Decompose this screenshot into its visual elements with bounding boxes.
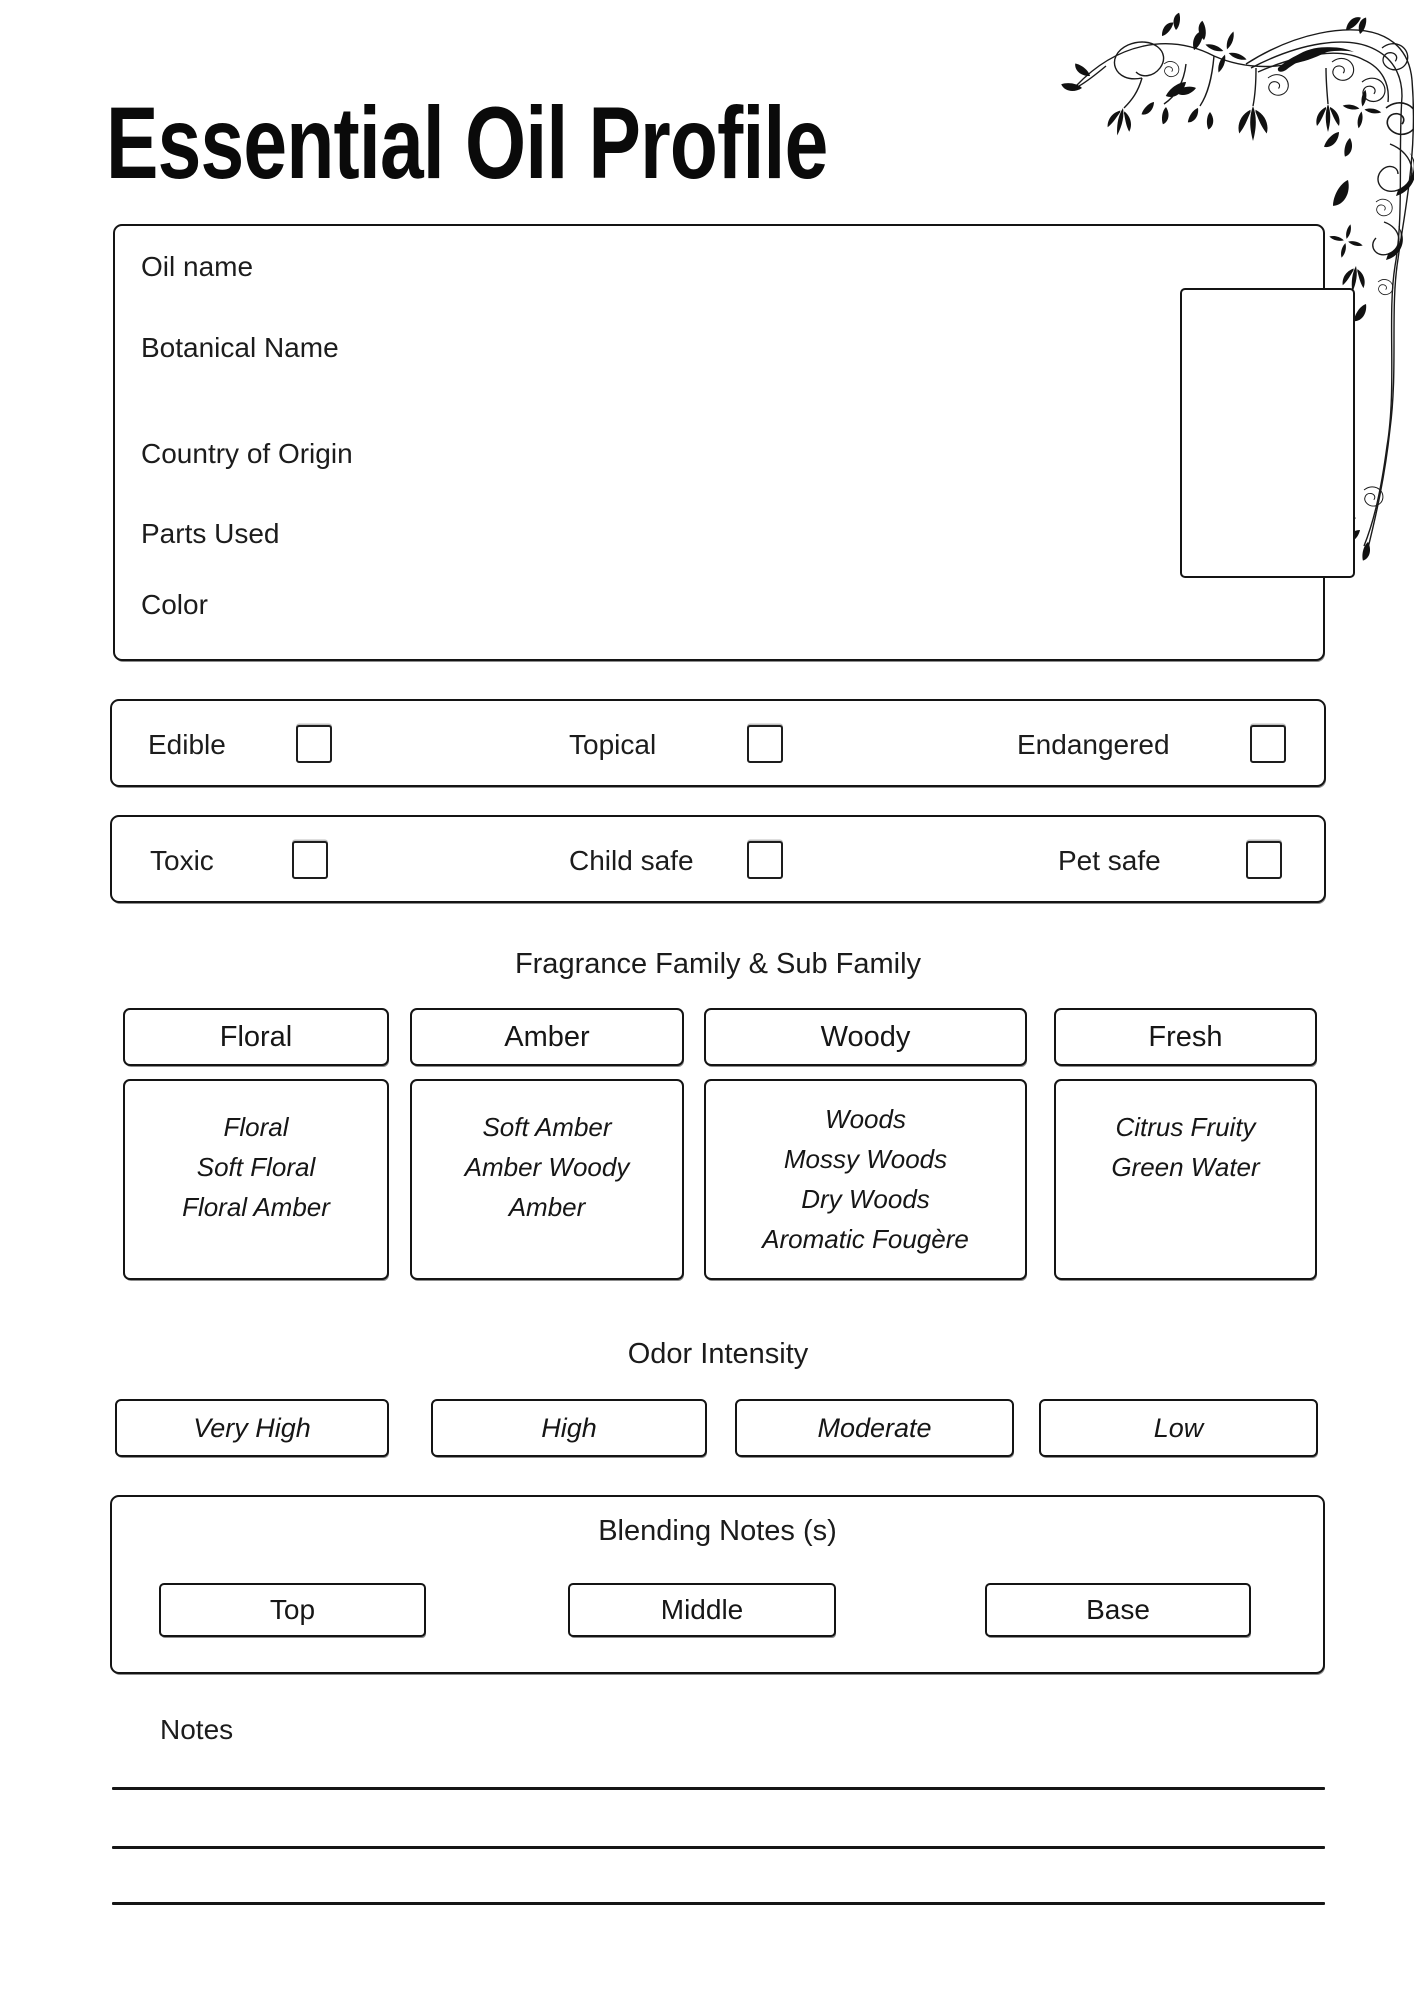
subfamily-item: Citrus Fruity bbox=[1115, 1112, 1256, 1142]
notes-label: Notes bbox=[160, 1714, 234, 1745]
subfamily-list-woody[interactable]: Woods Mossy Woods Dry Woods Aromatic Fou… bbox=[704, 1079, 1027, 1280]
pet-safe-checkbox[interactable] bbox=[1246, 841, 1282, 879]
subfamily-item: Amber bbox=[508, 1192, 586, 1222]
safety-row-1: Edible Topical Endangered bbox=[110, 699, 1326, 787]
notes-line[interactable] bbox=[112, 1846, 1325, 1849]
topical-checkbox[interactable] bbox=[747, 725, 783, 763]
notes-line[interactable] bbox=[112, 1902, 1325, 1905]
field-label-oil-name: Oil name bbox=[141, 251, 254, 282]
subfamily-list-amber[interactable]: Soft Amber Amber Woody Amber bbox=[410, 1079, 684, 1280]
family-option-amber[interactable]: Amber bbox=[410, 1008, 684, 1066]
child-safe-checkbox[interactable] bbox=[747, 841, 783, 879]
notes-line[interactable] bbox=[112, 1787, 1325, 1790]
blending-notes-heading: Blending Notes (s) bbox=[598, 1515, 837, 1547]
odor-option-moderate[interactable]: Moderate bbox=[735, 1399, 1014, 1457]
toxic-checkbox[interactable] bbox=[292, 841, 328, 879]
subfamily-list-fresh[interactable]: Citrus Fruity Green Water bbox=[1054, 1079, 1317, 1280]
subfamily-item: Amber Woody bbox=[464, 1152, 630, 1182]
blending-note-middle[interactable]: Middle bbox=[568, 1583, 836, 1637]
subfamily-item: Dry Woods bbox=[801, 1184, 930, 1214]
blending-notes-box: Blending Notes (s) Top Middle Base bbox=[110, 1495, 1325, 1674]
toxic-label: Toxic bbox=[150, 845, 214, 876]
field-label-parts-used: Parts Used bbox=[141, 518, 280, 549]
subfamily-item: Floral Amber bbox=[182, 1192, 330, 1222]
child-safe-label: Child safe bbox=[569, 845, 694, 876]
blending-note-top[interactable]: Top bbox=[159, 1583, 426, 1637]
odor-option-low[interactable]: Low bbox=[1039, 1399, 1318, 1457]
subfamily-item: Mossy Woods bbox=[783, 1144, 948, 1174]
fragrance-family-heading: Fragrance Family & Sub Family bbox=[514, 948, 922, 980]
subfamily-item: Aromatic Fougère bbox=[762, 1224, 969, 1254]
odor-intensity-heading: Odor Intensity bbox=[627, 1338, 809, 1370]
pet-safe-label: Pet safe bbox=[1058, 845, 1161, 876]
subfamily-item: Soft Floral bbox=[196, 1152, 316, 1182]
subfamily-list-floral[interactable]: Floral Soft Floral Floral Amber bbox=[123, 1079, 389, 1280]
subfamily-item: Soft Amber bbox=[482, 1112, 612, 1142]
subfamily-item: Green Water bbox=[1111, 1152, 1260, 1182]
edible-checkbox[interactable] bbox=[296, 725, 332, 763]
page-title: Essential Oil Profile bbox=[106, 86, 828, 200]
odor-option-very-high[interactable]: Very High bbox=[115, 1399, 389, 1457]
photo-placeholder-box[interactable] bbox=[1180, 288, 1355, 578]
field-label-color: Color bbox=[141, 589, 208, 620]
family-option-woody[interactable]: Woody bbox=[704, 1008, 1027, 1066]
safety-row-2: Toxic Child safe Pet safe bbox=[110, 815, 1326, 903]
field-label-country-of-origin: Country of Origin bbox=[141, 438, 353, 469]
floral-vine-ornament-icon bbox=[1059, 11, 1414, 563]
endangered-checkbox[interactable] bbox=[1250, 725, 1286, 763]
family-option-fresh[interactable]: Fresh bbox=[1054, 1008, 1317, 1066]
field-label-botanical-name: Botanical Name bbox=[141, 332, 339, 363]
edible-label: Edible bbox=[148, 729, 226, 760]
oil-profile-fields-box: Oil name Botanical Name Country of Origi… bbox=[113, 224, 1325, 661]
endangered-label: Endangered bbox=[1017, 729, 1170, 760]
odor-option-high[interactable]: High bbox=[431, 1399, 707, 1457]
topical-label: Topical bbox=[569, 729, 657, 760]
family-option-floral[interactable]: Floral bbox=[123, 1008, 389, 1066]
subfamily-item: Woods bbox=[825, 1104, 906, 1134]
blending-note-base[interactable]: Base bbox=[985, 1583, 1251, 1637]
subfamily-item: Floral bbox=[223, 1112, 289, 1142]
